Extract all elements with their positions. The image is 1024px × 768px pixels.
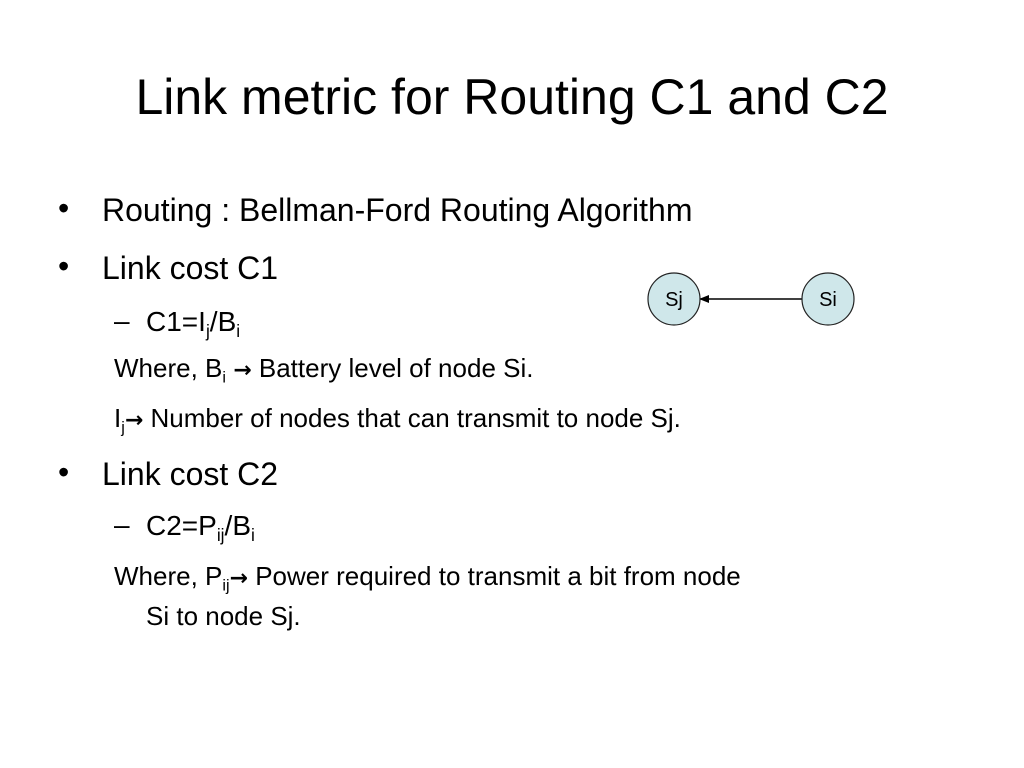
c2-formula-lhs: C2=P: [146, 510, 217, 541]
c1-formula-lhs: C1=I: [146, 306, 206, 337]
c2-where-prefix: Where, P: [114, 561, 223, 591]
bullet-marker: •: [58, 454, 70, 490]
c1-where-text: Battery level of node Si.: [251, 353, 534, 383]
bullet-routing: Routing : Bellman-Ford Routing Algorithm: [102, 192, 693, 228]
right-arrow-icon: →: [124, 408, 144, 433]
c1-where-prefix: Where, B: [114, 353, 223, 383]
c1-ij-definition: Ij→ Number of nodes that can transmit to…: [114, 402, 681, 437]
node-sj-label: Sj: [665, 289, 683, 311]
c2-where-power: Where, Pij→ Power required to transmit a…: [114, 560, 741, 595]
node-diagram: Sj Si: [647, 272, 855, 326]
c2-formula-mid: /B: [224, 510, 252, 541]
c1-ij-sub: j: [121, 418, 125, 437]
c2-formula: C2=Pij/Bi: [146, 509, 255, 546]
c1-formula-mid: /B: [209, 306, 237, 337]
right-arrow-icon: →: [229, 566, 248, 591]
node-si: [801, 272, 855, 326]
node-si-label: Si: [819, 289, 837, 311]
c2-where-sub: ij: [222, 576, 230, 595]
c2-formula-sub-i: i: [251, 525, 255, 546]
bullet-marker: •: [58, 190, 70, 226]
sub-bullet-dash: –: [114, 509, 130, 540]
c1-where-battery: Where, Bi → Battery level of node Si.: [114, 352, 533, 387]
c1-ij-base: I: [114, 403, 122, 433]
c1-formula-sub-j: j: [205, 321, 210, 342]
c2-formula-sub-ij: ij: [216, 525, 225, 546]
c1-ij-text: Number of nodes that can transmit to nod…: [143, 403, 681, 433]
c2-where-text: Power required to transmit a bit from no…: [247, 561, 741, 591]
c1-where-sub: i: [222, 368, 226, 387]
right-arrow-icon: →: [233, 358, 252, 383]
c1-formula: C1=Ij/Bi: [146, 305, 241, 342]
c2-where-power-line2: Si to node Sj.: [146, 601, 301, 631]
c1-formula-sub-i: i: [236, 321, 241, 342]
bullet-link-cost-c2: Link cost C2: [102, 456, 279, 492]
sub-bullet-dash: –: [114, 305, 130, 336]
bullet-link-cost-c1: Link cost C1: [102, 250, 279, 286]
bullet-marker: •: [58, 248, 70, 284]
slide-title: Link metric for Routing C1 and C2: [135, 69, 889, 125]
node-sj: [647, 272, 701, 326]
